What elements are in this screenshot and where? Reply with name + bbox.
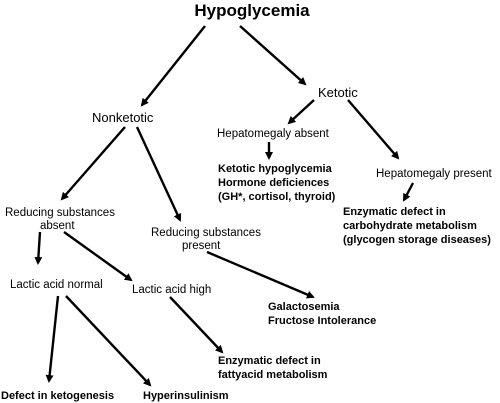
arrow-ketotic-to-hep-absent [287, 99, 315, 125]
arrow-nonketotic-to-reducing-absent [60, 126, 126, 201]
node-hepatomegaly-present: Hepatomegaly present [376, 168, 493, 180]
arrow-lactic-normal-to-hyperinsulinism [65, 295, 152, 387]
svg-text:fattyacid metabolism: fattyacid metabolism [218, 369, 328, 381]
arrow-lactic-high-to-enzymatic-fatty [169, 296, 224, 354]
svg-text:(GH*, cortisol, thyroid): (GH*, cortisol, thyroid) [218, 191, 336, 203]
svg-text:Enzymatic defect in: Enzymatic defect in [218, 355, 321, 367]
node-enzymatic-fattyacid: Enzymatic defect in fattyacid metabolism [218, 355, 328, 381]
arrow-nonketotic-to-reducing-present [135, 126, 182, 222]
node-nonketotic: Nonketotic [92, 110, 154, 125]
node-ketotic-result: Ketotic hypoglycemia Hormone deficiences… [218, 163, 336, 203]
arrows [34, 25, 415, 387]
arrow-hep-present-to-enzymatic-carb [402, 182, 415, 202]
arrow-reducing-absent-to-lactic-high [63, 231, 133, 282]
node-galactosemia: Galactosemia Fructose Intolerance [268, 301, 376, 327]
node-reducing-present: Reducing substances present [151, 227, 261, 252]
arrow-reducing-present-to-galactosemia [206, 250, 315, 299]
svg-text:Reducing substances: Reducing substances [5, 207, 115, 219]
node-enzymatic-carbohydrate: Enzymatic defect in carbohydrate metabol… [343, 206, 491, 246]
node-reducing-absent: Reducing substances absent [5, 207, 115, 232]
node-hyperinsulinism: Hyperinsulinism [143, 390, 229, 402]
node-defect-ketogenesis: Defect in ketogenesis [1, 390, 114, 402]
diagram-title: Hypoglycemia [194, 1, 310, 20]
svg-text:Enzymatic defect in: Enzymatic defect in [343, 206, 446, 218]
svg-text:carbohydrate metabolism: carbohydrate metabolism [343, 220, 477, 232]
node-lactic-acid-normal: Lactic acid normal [10, 279, 103, 291]
svg-text:present: present [182, 240, 221, 252]
svg-text:Reducing substances: Reducing substances [151, 227, 261, 239]
svg-text:Ketotic hypoglycemia: Ketotic hypoglycemia [218, 163, 333, 175]
svg-text:Fructose Intolerance: Fructose Intolerance [268, 315, 376, 327]
node-hepatomegaly-absent: Hepatomegaly absent [217, 128, 330, 140]
arrow-reducing-absent-to-lactic-normal [34, 231, 43, 265]
svg-text:absent: absent [40, 220, 75, 232]
node-lactic-acid-high: Lactic acid high [132, 284, 211, 296]
arrow-lactic-normal-to-ketogenesis [45, 295, 60, 383]
svg-text:(glycogen storage diseases): (glycogen storage diseases) [343, 234, 491, 246]
svg-text:Hormone deficiences: Hormone deficiences [218, 177, 329, 189]
arrow-title-to-nonketotic [140, 25, 206, 107]
arrow-title-to-ketotic [239, 25, 307, 86]
arrow-ketotic-to-hep-present [347, 99, 400, 160]
svg-text:Galactosemia: Galactosemia [268, 301, 340, 313]
node-ketotic: Ketotic [318, 85, 358, 100]
